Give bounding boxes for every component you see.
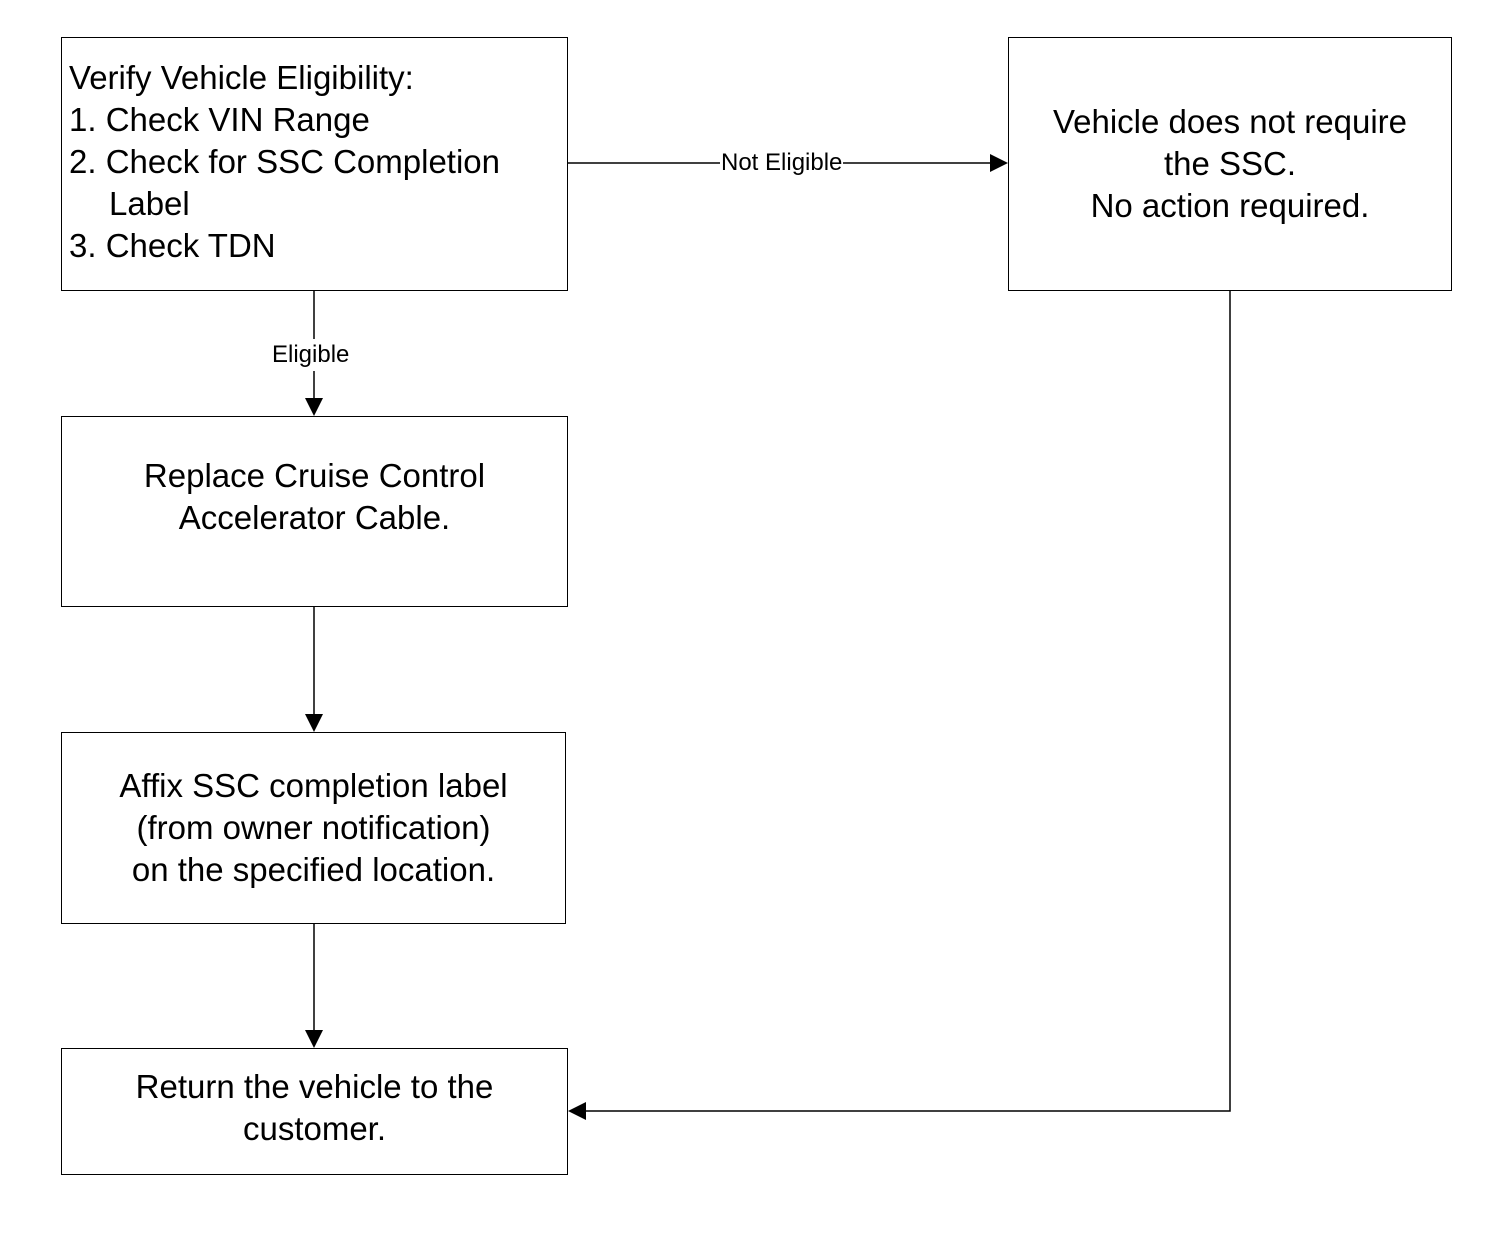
replace-cable-box: Replace Cruise Control Accelerator Cable…	[61, 416, 568, 607]
verify-step-ssc-label: 2. Check for SSC Completion	[69, 143, 501, 180]
edge-not-required-to-return	[584, 291, 1231, 1112]
affix-line-3: on the specified location.	[131, 851, 496, 888]
arrowhead-affix-to-return	[305, 1030, 323, 1048]
verify-step-tdn: 3. Check TDN	[69, 227, 276, 264]
arrowhead-not-required-to-return	[568, 1102, 586, 1120]
affix-line-2: (from owner notification)	[136, 809, 491, 846]
affix-label-box: Affix SSC completion label (from owner n…	[61, 732, 566, 924]
verify-eligibility-box: Verify Vehicle Eligibility: 1. Check VIN…	[61, 37, 568, 291]
arrowhead-eligible	[305, 398, 323, 416]
not-required-line-3: No action required.	[1090, 187, 1370, 224]
not-required-box: Vehicle does not require the SSC. No act…	[1008, 37, 1452, 291]
arrowhead-replace-to-affix	[305, 714, 323, 732]
replace-line-1: Replace Cruise Control	[143, 456, 486, 494]
not-required-line-2: the SSC.	[1163, 145, 1297, 182]
not-required-line-1: Vehicle does not require	[1052, 103, 1408, 140]
verify-title: Verify Vehicle Eligibility:	[69, 59, 414, 96]
edge-label-eligible: Eligible	[270, 339, 352, 371]
verify-step-vin-range: 1. Check VIN Range	[69, 101, 370, 138]
verify-step-ssc-label-cont: Label	[109, 185, 190, 222]
return-line-1: Return the vehicle to the	[135, 1067, 494, 1105]
affix-line-1: Affix SSC completion label	[119, 767, 508, 804]
arrowhead-not-eligible	[990, 154, 1008, 172]
replace-line-2: Accelerator Cable.	[178, 498, 451, 536]
return-vehicle-box: Return the vehicle to the customer.	[61, 1048, 568, 1175]
return-line-2: customer.	[242, 1109, 387, 1147]
edge-label-not-eligible: Not Eligible	[720, 149, 844, 177]
